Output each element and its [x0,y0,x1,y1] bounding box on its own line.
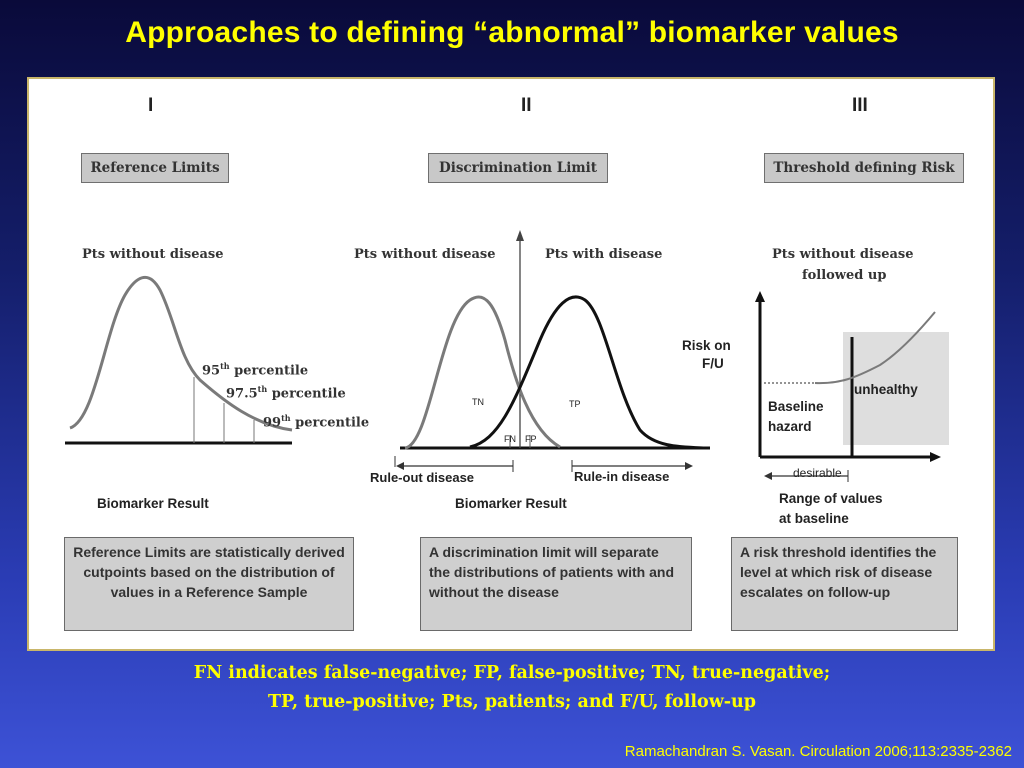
column-2-description: A discrimination limit will separate the… [420,537,692,631]
column-1-header: Reference Limits [81,153,229,183]
desirable-label: desirable [793,466,842,480]
panel-1-distribution-curve [69,275,293,432]
rule-in-label: Rule-in disease [574,469,670,484]
y-label-line2: F/U [702,356,724,371]
panel-2-arrow-head [516,230,524,241]
column-3-header: Threshold defining Risk [764,153,964,183]
column-2-axis-label: Biomarker Result [455,496,567,511]
panel-2-with-disease-curve [469,295,706,450]
percentile-99-label: 99th percentile [263,413,370,431]
column-1-roman: I [148,95,154,116]
footnote-line-2: TP, true-positive; Pts, patients; and F/… [268,692,756,712]
column-1-axis-label: Biomarker Result [97,496,209,511]
column-3-population-label-line1: Pts without disease [772,247,914,262]
x-label-line1: Range of values [779,491,883,506]
fp-label: FP [525,434,537,444]
panel-3-risk-curve [814,311,936,385]
column-1-population-label: Pts without disease [82,247,224,262]
tn-label: TN [472,397,484,407]
citation: Ramachandran S. Vasan. Circulation 2006;… [624,743,1012,760]
column-3-roman: III [852,95,868,116]
panel-3-unhealthy-region [843,332,949,445]
column-2-without-disease-label: Pts without disease [354,247,496,262]
panel-2-without-disease-curve [404,295,561,450]
fn-label: FN [504,434,516,444]
percentile-97-5-label: 97.5th percentile [226,384,346,402]
panel-2-graphic [394,230,710,472]
rule-out-label: Rule-out disease [370,470,475,485]
column-1-description: Reference Limits are statistically deriv… [64,537,354,631]
percentile-95-label: 95th percentile [202,361,309,379]
y-label-line1: Risk on [682,338,731,353]
unhealthy-label: unhealthy [854,382,918,397]
column-2-roman: II [521,95,532,116]
baseline-label-line1: Baseline [768,399,824,414]
column-2-with-disease-label: Pts with disease [545,247,663,262]
panel-3-graphic [755,291,949,482]
slide-title: Approaches to defining “abnormal” biomar… [125,16,899,49]
column-2-header: Discrimination Limit [428,153,608,183]
tp-label: TP [569,399,581,409]
column-3-description: A risk threshold identifies the level at… [731,537,958,631]
footnote-line-1: FN indicates false-negative; FP, false-p… [193,663,831,683]
panel-1-graphic [65,275,293,445]
column-3-population-label-line2: followed up [802,268,887,283]
baseline-label-line2: hazard [768,419,812,434]
x-label-line2: at baseline [779,511,849,526]
